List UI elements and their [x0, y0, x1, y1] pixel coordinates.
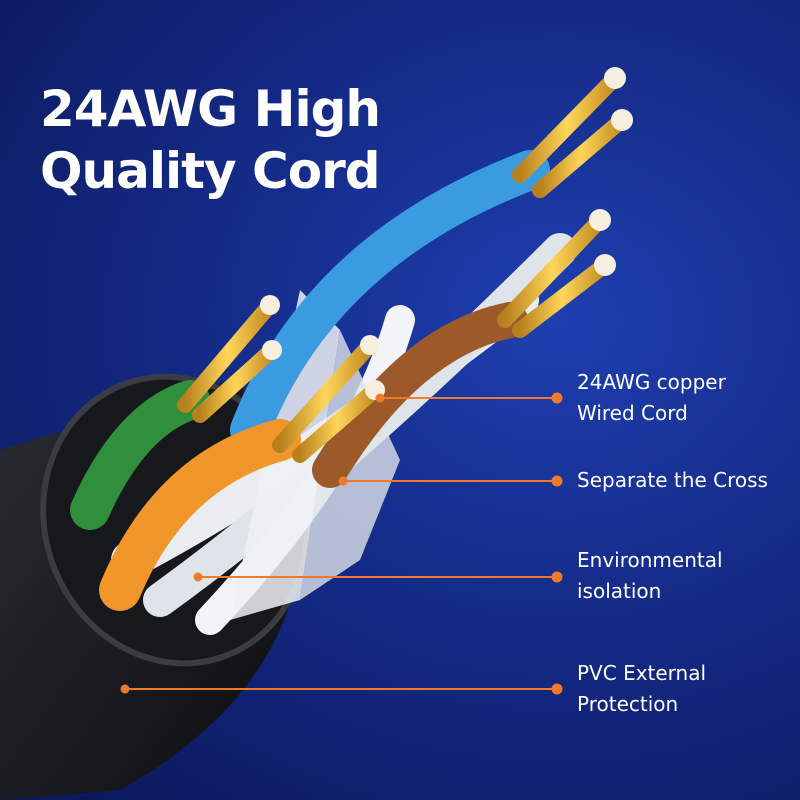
green-wire — [70, 380, 210, 530]
copper-strands — [177, 70, 630, 463]
callout-cross-separator: Separate the Cross — [577, 468, 768, 492]
strand-tips — [260, 67, 633, 400]
headline-line-1: 24AWG High — [40, 80, 381, 138]
callout-lines — [120, 392, 563, 695]
callout-isolation: Environmental isolation — [577, 548, 723, 603]
callout-pvc-jacket: PVC External Protection — [577, 661, 707, 716]
callout-copper-wire: 24AWG copper Wired Cord — [577, 370, 726, 425]
orange-wire — [99, 419, 301, 611]
brown-wire — [312, 302, 528, 488]
colored-wires — [70, 150, 550, 611]
headline: 24AWG High Quality Cord — [40, 78, 381, 202]
blue-wire — [230, 150, 550, 450]
headline-line-2: Quality Cord — [40, 142, 381, 200]
